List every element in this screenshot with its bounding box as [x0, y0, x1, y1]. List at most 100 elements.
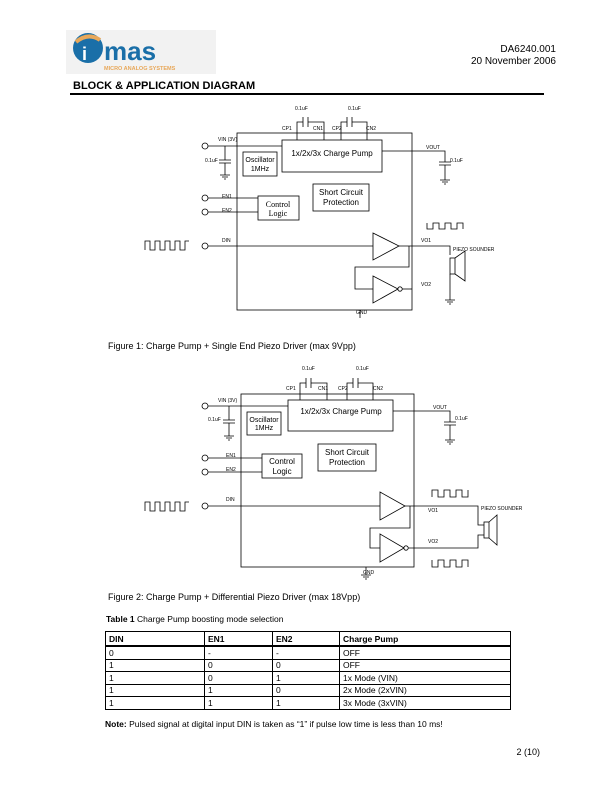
figure1-diagram: 0.1uF 0.1uF CP1 CN1 CP2 CN2 VIN (3V) 0.1… — [144, 106, 495, 318]
table-row: 1 1 1 3x Mode (3xVIN) — [105, 696, 511, 710]
fig1-ctrl-label-1: Control — [266, 200, 291, 209]
table-cell: 0 — [272, 683, 340, 697]
fig2-en2-pin — [201, 468, 209, 476]
table-header-cell: EN1 — [204, 631, 273, 647]
table-cell: 1 — [105, 671, 205, 685]
fig1-din-waveform — [144, 240, 189, 251]
fig2-piezo-cone — [488, 514, 498, 546]
fig1-cap2-wires — [340, 121, 368, 140]
logo-word: mas — [104, 36, 156, 66]
table-cell: 1 — [272, 696, 340, 710]
fig1-ctrl-label-2: Logic — [269, 209, 288, 218]
document-id-block: DA6240.001 20 November 2006 — [471, 44, 556, 68]
table-note: Note: Pulsed signal at digital input DIN… — [105, 719, 443, 729]
fig2-buffer-amp — [379, 491, 406, 521]
fig1-cn2-label: CN2 — [366, 126, 376, 132]
fig1-short-circuit-block — [312, 183, 370, 212]
fig1-vout-cap — [439, 161, 451, 185]
fig1-scp-label-1: Short Circuit — [319, 188, 364, 197]
fig1-en-wires — [208, 197, 258, 213]
table-cell: 1 — [105, 683, 205, 697]
note-label: Note: — [105, 719, 127, 729]
fig2-oscillator-block — [246, 411, 282, 436]
fig2-osc-label-1: Oscillator — [249, 417, 279, 424]
fig2-scp-label-2: Protection — [329, 458, 365, 467]
fig2-vo2-label: VO2 — [428, 539, 438, 545]
fig2-vout-wire — [393, 410, 451, 422]
fig1-en1-pin — [201, 194, 209, 202]
fig1-vout-label: VOUT — [426, 145, 440, 151]
fig2-vin-cap — [223, 406, 235, 441]
fig2-vin-label: VIN (3V) — [218, 398, 238, 404]
table-row: 1 1 0 2x Mode (2xVIN) — [105, 683, 511, 697]
fig1-piezo-cone — [454, 250, 466, 282]
fig1-cp2-label: CP2 — [332, 126, 342, 132]
fig2-cap2-wires — [346, 382, 374, 400]
fig2-vo1-waveform — [431, 489, 469, 498]
table-cell: 1 — [204, 683, 273, 697]
logo-subtitle: MICRO ANALOG SYSTEMS — [104, 66, 176, 72]
fig1-piezo-ground — [445, 274, 455, 305]
table-cell: 2x Mode (2xVIN) — [339, 683, 511, 697]
fig2-control-logic-block — [261, 453, 303, 479]
fig2-din-waveform — [144, 501, 189, 512]
figure2-caption: Figure 2: Charge Pump + Differential Pie… — [108, 592, 361, 602]
fig2-cap1-wires — [299, 382, 328, 400]
table-header-cell: Charge Pump — [339, 631, 511, 647]
fig2-vout-cap — [444, 421, 456, 445]
fig2-vin-cap-value: 0.1uF — [208, 417, 221, 423]
fig1-feedback-wire — [354, 246, 410, 290]
fig1-osc-label-2: 1MHz — [251, 166, 270, 173]
fig1-din-pin — [201, 242, 209, 250]
fig2-en-wires — [208, 457, 262, 473]
fig1-cap2-plates — [346, 117, 353, 127]
fig1-cn1-label: CN1 — [313, 126, 323, 132]
fig1-charge-pump-block — [281, 139, 383, 173]
fig2-charge-pump-block — [287, 399, 394, 432]
fig2-cp2-label: CP2 — [338, 386, 348, 392]
page-number: 2 (10) — [516, 747, 540, 757]
fig1-osc-label-1: Oscillator — [245, 157, 275, 164]
table-cell: 3x Mode (3xVIN) — [339, 696, 511, 710]
fig1-en2-pin — [201, 208, 209, 216]
fig2-gnd-wire — [361, 567, 371, 580]
table-cell: 1x Mode (VIN) — [339, 671, 511, 685]
fig1-cap1-value: 0.1uF — [295, 106, 308, 112]
fig2-ctrl-label-1: Control — [269, 457, 295, 466]
fig1-cap2-value: 0.1uF — [348, 106, 361, 112]
fig2-cp1-label: CP1 — [286, 386, 296, 392]
fig1-cap1-wires — [296, 121, 325, 140]
table-cell: 1 — [272, 671, 340, 685]
fig2-cap2-value: 0.1uF — [356, 366, 369, 372]
fig2-vout-label: VOUT — [433, 405, 447, 411]
fig1-oscillator-block — [242, 151, 278, 177]
fig1-inverter-amp — [372, 275, 399, 304]
fig2-vin-pin — [201, 402, 209, 410]
fig2-vout-cap-value: 0.1uF — [455, 416, 468, 422]
fig2-chip-outline — [240, 393, 415, 568]
fig2-vo1-wire — [405, 505, 484, 526]
fig1-vo1-waveform — [426, 222, 464, 230]
fig1-vin-cap-value: 0.1uF — [205, 158, 218, 164]
fig1-vout-cap-value: 0.1uF — [450, 158, 463, 164]
fig1-control-logic-block — [257, 195, 300, 221]
fig2-en1-label: EN1 — [226, 453, 236, 459]
fig2-osc-label-2: 1MHz — [255, 425, 274, 432]
fig2-cap1-plates — [305, 378, 312, 388]
fig1-buffer-amp — [372, 232, 400, 261]
fig2-en1-pin — [201, 454, 209, 462]
table-header-cell: EN2 — [272, 631, 340, 647]
fig1-charge-pump-label: 1x/2x/3x Charge Pump — [291, 149, 373, 158]
fig2-cn1-label: CN1 — [318, 386, 328, 392]
fig2-charge-pump-label: 1x/2x/3x Charge Pump — [300, 407, 382, 416]
fig1-vin-label: VIN (3V) — [218, 137, 238, 143]
table-header-row: DIN EN1 EN2 Charge Pump — [105, 631, 511, 647]
fig1-vout-wire — [382, 150, 446, 162]
company-logo: i mas MICRO ANALOG SYSTEMS — [66, 30, 216, 74]
fig1-en2-label: EN2 — [222, 208, 232, 214]
table-row: 1 0 1 1x Mode (VIN) — [105, 671, 511, 685]
fig2-cap2-plates — [352, 378, 359, 388]
fig1-vo2-label: VO2 — [421, 282, 431, 288]
fig1-vin-cap — [219, 146, 231, 180]
table-caption: Table 1 Charge Pump boosting mode select… — [106, 614, 284, 624]
